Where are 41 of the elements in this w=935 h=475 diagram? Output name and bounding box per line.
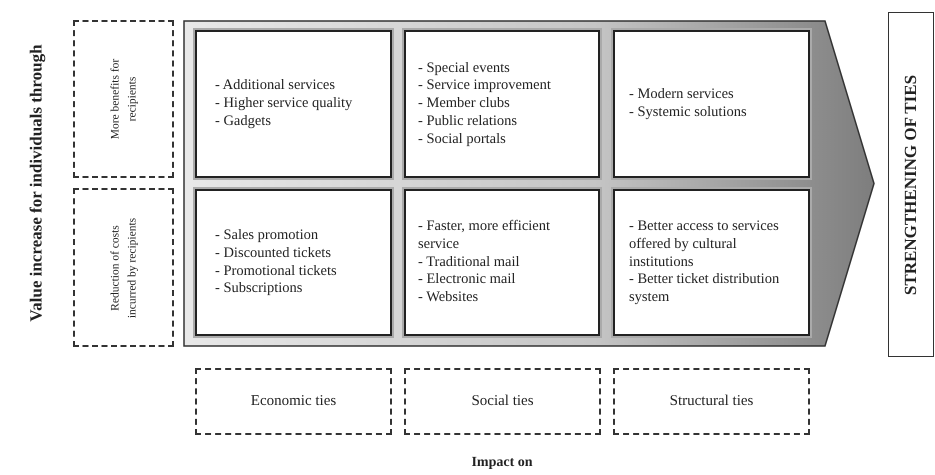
category-box xyxy=(73,20,174,178)
category-box xyxy=(73,188,174,347)
list-item: - Modern services xyxy=(629,86,735,104)
list-item: - Public relations xyxy=(418,112,518,131)
list-box xyxy=(404,189,600,336)
axis-title: Impact on xyxy=(471,455,533,471)
axis-title: Value increase for individuals through xyxy=(26,43,47,324)
list-item: - Social portals xyxy=(418,130,507,148)
category-box xyxy=(195,368,392,435)
list-item: - Additional services xyxy=(215,77,336,96)
list-item: - Faster, more efficient service xyxy=(418,218,552,254)
vertical-label: More benefits for recipients xyxy=(108,58,139,142)
list-item: - Member clubs xyxy=(418,95,511,113)
vertical-label: STRENGTHENING OF TIES xyxy=(901,74,921,295)
list-item: - Traditional mail xyxy=(418,254,520,272)
list-item: - Electronic mail xyxy=(418,271,516,290)
list-item: - Special events xyxy=(418,60,511,78)
list-box xyxy=(195,189,392,336)
list-box xyxy=(613,30,810,178)
arrow-band xyxy=(183,20,875,347)
list-item: - Higher service quality xyxy=(215,95,354,113)
list-item: - Discounted tickets xyxy=(215,244,332,262)
list-box xyxy=(404,30,600,178)
vertical-label: Reduction of costs incurred by recipients xyxy=(108,216,139,320)
box-label: Social ties xyxy=(471,393,534,410)
list-item: - Sales promotion xyxy=(215,227,320,245)
list-item: - Service improvement xyxy=(418,77,552,96)
list-item: - Subscriptions xyxy=(215,280,304,298)
list-item: - Systemic solutions xyxy=(629,104,748,122)
category-box xyxy=(404,368,601,435)
box-label: Structural ties xyxy=(670,393,754,410)
list-item: - Better access to services offered by cultural institutions xyxy=(629,218,780,272)
list-item: - Gadgets xyxy=(215,112,272,131)
list-item: - Better ticket distribution system xyxy=(629,271,780,307)
list-box xyxy=(613,189,810,336)
list-box xyxy=(195,30,392,178)
category-box xyxy=(613,368,810,435)
list-item: - Promotional tickets xyxy=(215,262,338,280)
result-box xyxy=(888,12,934,357)
list-item: - Websites xyxy=(418,289,480,307)
box-label: Economic ties xyxy=(250,393,336,410)
